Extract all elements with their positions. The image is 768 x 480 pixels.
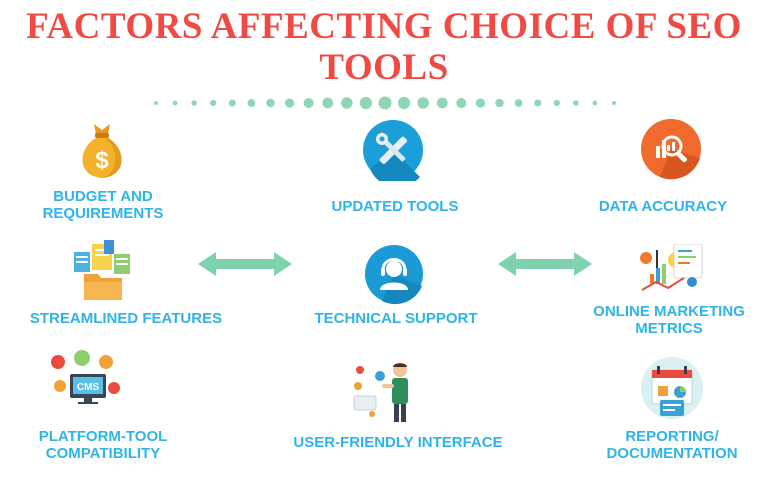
user-interface-icon — [350, 362, 422, 424]
divider-dot — [573, 100, 579, 106]
documents-folder-icon — [70, 240, 134, 302]
cms-monitor-icon: CMS — [46, 350, 132, 404]
factor-budget-label: BUDGET AND REQUIREMENTS — [42, 188, 164, 222]
divider-dot — [612, 101, 616, 105]
divider-dot — [553, 99, 560, 107]
factor-data-accuracy-label: DATA ACCURACY — [598, 198, 728, 215]
headset-support-icon — [364, 244, 424, 305]
divider-dot — [359, 96, 373, 110]
divider-dot — [191, 100, 197, 106]
divider-dot — [228, 99, 236, 107]
magnifier-chart-icon — [640, 118, 702, 180]
factor-platform-compatibility-label: PLATFORM-TOOL COMPATIBILITY — [38, 428, 168, 462]
divider-dot — [341, 97, 353, 109]
tools-icon — [362, 119, 424, 188]
divider-dot — [172, 100, 178, 106]
divider-dot — [397, 96, 411, 110]
money-bag-icon: $ — [72, 118, 132, 182]
factor-online-marketing-metrics-label: ONLINE MARKETING METRICS — [593, 303, 745, 337]
divider-dot — [495, 98, 504, 108]
divider-dot — [284, 98, 295, 108]
divider-dot — [378, 96, 392, 110]
divider-dot — [514, 99, 523, 107]
divider-dot — [266, 98, 275, 108]
svg-text:CMS: CMS — [77, 382, 100, 393]
divider-dot — [154, 101, 158, 105]
divider-dot — [534, 99, 542, 107]
double-arrow-right — [498, 252, 592, 276]
factor-technical-support-label: TECHNICAL SUPPORT — [314, 310, 478, 327]
page-title: FACTORS AFFECTING CHOICE OF SEO TOOLS — [26, 6, 742, 88]
divider-dot — [592, 100, 598, 106]
factor-user-friendly-interface-label: USER-FRIENDLY INTERFACE — [293, 434, 503, 451]
factor-streamlined-features-label: STREAMLINED FEATURES — [29, 310, 223, 327]
factor-updated-tools-label: UPDATED TOOLS — [331, 198, 459, 215]
decorative-dots-divider — [154, 96, 616, 110]
divider-dot — [456, 98, 467, 108]
divider-dot — [417, 97, 429, 109]
report-calendar-icon — [640, 356, 704, 420]
divider-dot — [436, 97, 448, 109]
svg-text:$: $ — [95, 147, 109, 174]
divider-dot — [247, 99, 256, 107]
marketing-metrics-icon — [636, 243, 706, 300]
divider-dot — [210, 99, 217, 107]
divider-dot — [303, 98, 314, 108]
divider-dot — [475, 98, 486, 108]
factor-reporting-documentation-label: REPORTING/ DOCUMENTATION — [606, 428, 738, 462]
double-arrow-left — [198, 252, 292, 276]
divider-dot — [322, 97, 334, 109]
